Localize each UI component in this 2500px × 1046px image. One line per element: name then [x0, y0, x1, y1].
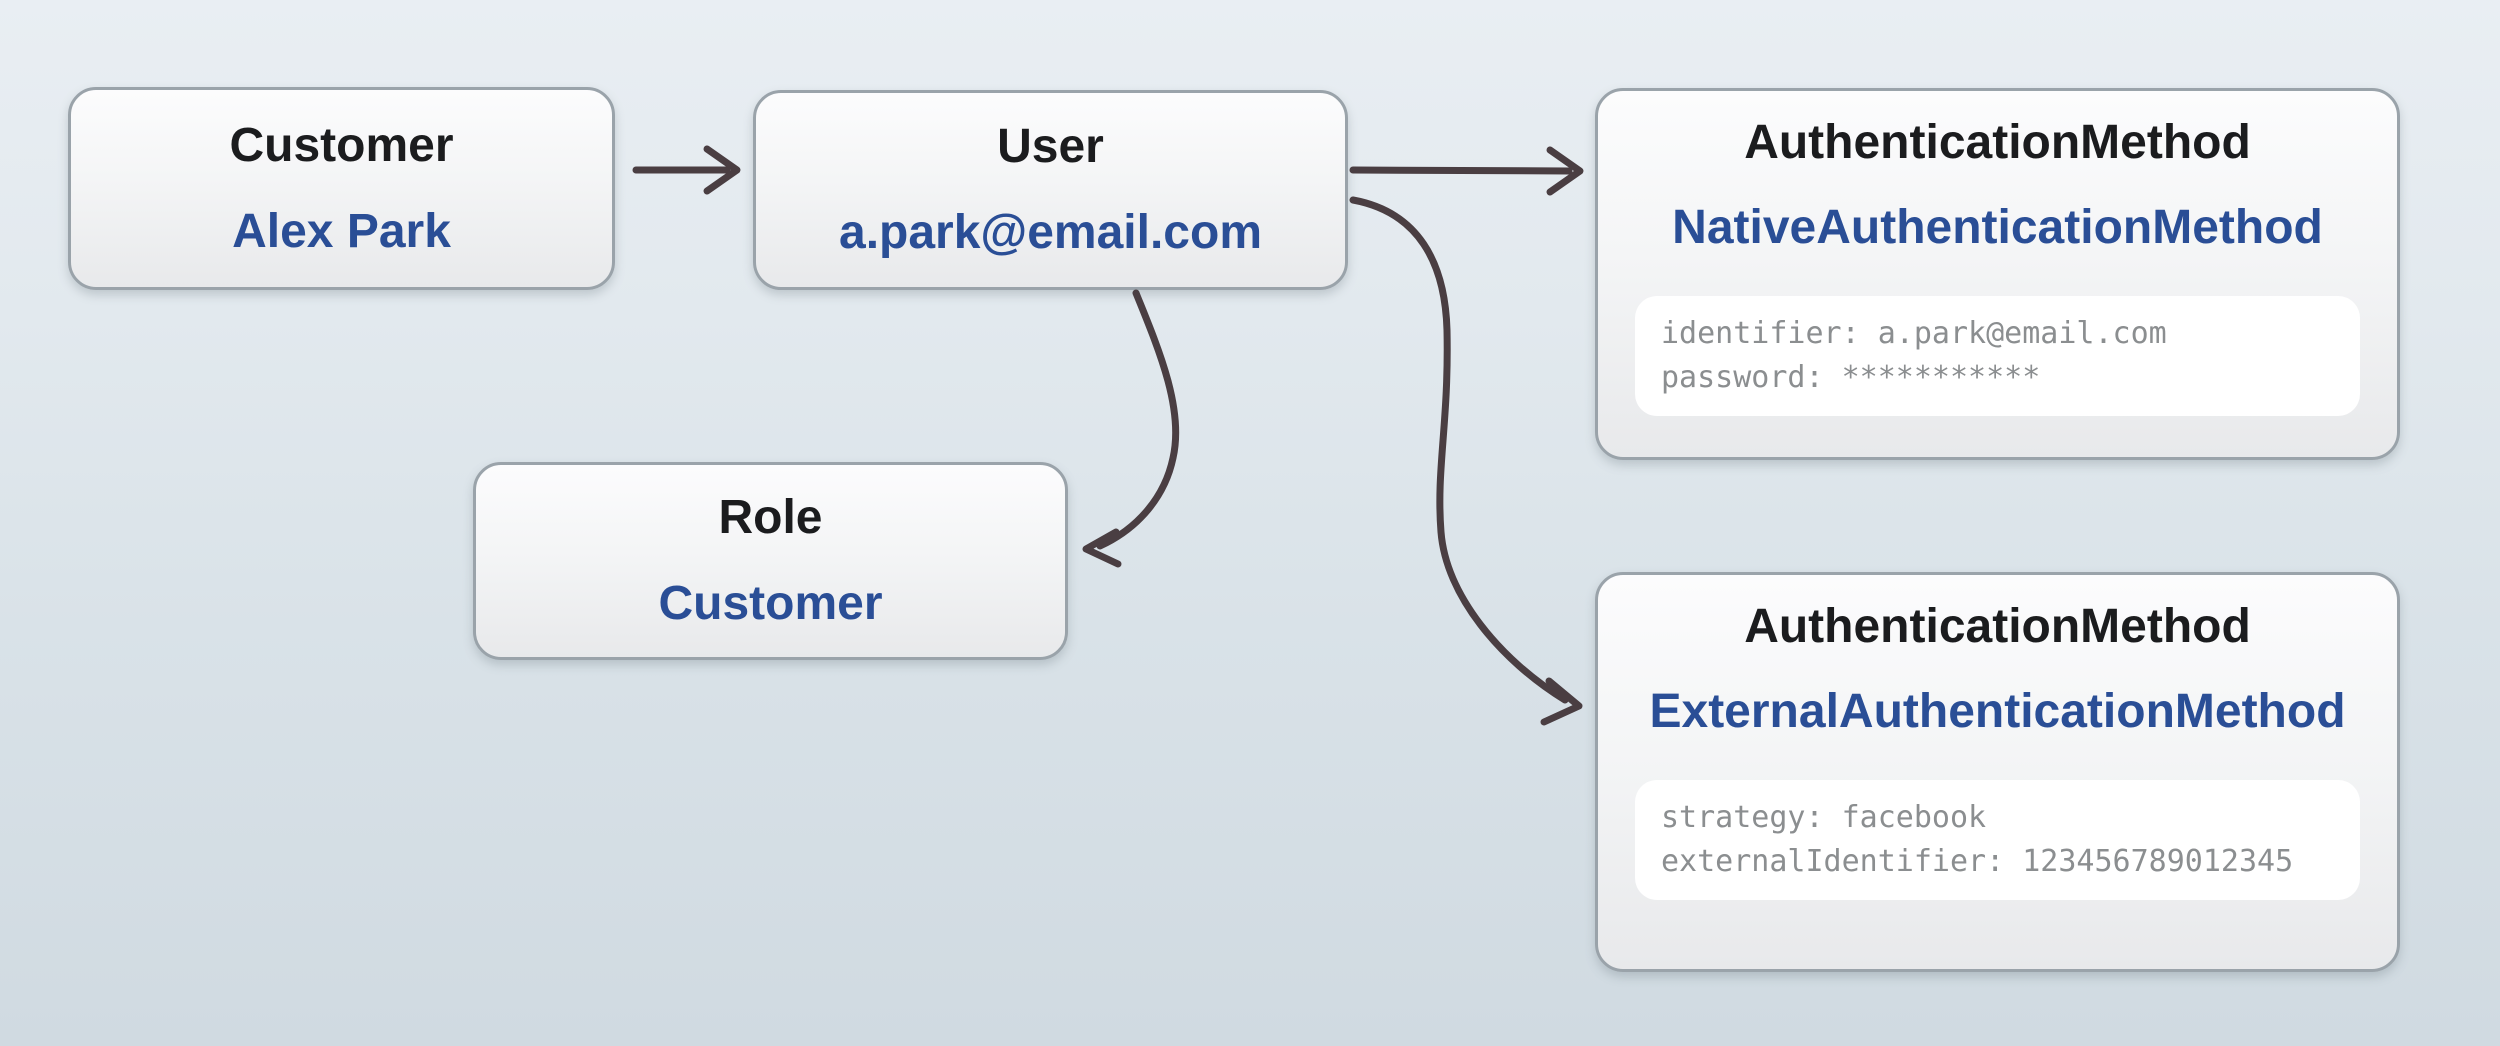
node-external-auth-subtitle: ExternalAuthenticationMethod: [1649, 685, 2346, 738]
attribute-strategy: strategy: facebook: [1661, 800, 1987, 835]
node-native-auth-attributes-panel: identifier: a.park@email.com password: *…: [1635, 296, 2360, 416]
node-customer-title: Customer: [229, 118, 454, 172]
attribute-identifier: identifier: a.park@email.com: [1661, 316, 2167, 351]
node-user-title: User: [997, 120, 1104, 173]
node-role-title: Role: [718, 491, 823, 544]
node-user: User a.park@email.com: [753, 90, 1348, 290]
node-user-value: a.park@email.com: [839, 206, 1262, 259]
node-customer: Customer Alex Park: [68, 87, 615, 290]
node-role: Role Customer: [473, 462, 1068, 660]
attribute-password: password: ***********: [1661, 360, 2041, 395]
node-role-value: Customer: [658, 577, 883, 630]
node-customer-value: Alex Park: [232, 204, 451, 258]
node-native-auth: AuthenticationMethod NativeAuthenticatio…: [1595, 88, 2400, 460]
arrow-user-to-external-auth-shaft: [1349, 196, 1569, 704]
arrow-user-to-role-head: [1082, 528, 1122, 568]
arrow-user-to-native-auth-head: [1546, 146, 1584, 196]
node-external-auth-title: AuthenticationMethod: [1744, 600, 2251, 653]
arrow-user-to-role-shaft: [1096, 289, 1180, 550]
arrow-user-to-native-auth-shaft: [1349, 166, 1573, 175]
node-native-auth-subtitle: NativeAuthenticationMethod: [1672, 201, 2323, 254]
arrow-customer-to-user-head: [703, 145, 741, 195]
attribute-external-identifier: externalIdentifier: 123456789012345: [1661, 844, 2294, 879]
node-native-auth-title: AuthenticationMethod: [1744, 116, 2251, 169]
node-external-auth: AuthenticationMethod ExternalAuthenticat…: [1595, 572, 2400, 972]
arrow-user-to-external-auth-head: [1540, 677, 1583, 726]
node-external-auth-attributes-panel: strategy: facebook externalIdentifier: 1…: [1635, 780, 2360, 900]
